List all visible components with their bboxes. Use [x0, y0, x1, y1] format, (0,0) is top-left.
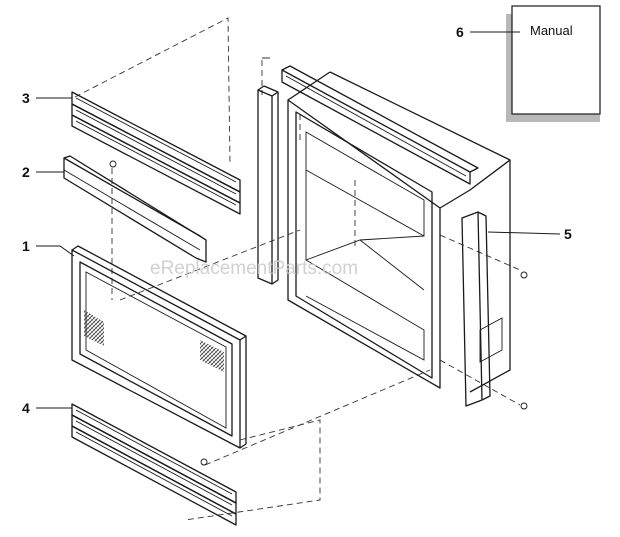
callout-3: 3: [22, 90, 30, 106]
callout-4: 4: [22, 400, 30, 416]
firebox-top-channel: [281, 65, 479, 185]
part-5-right-trim: [200, 211, 528, 466]
watermark-text: eReplacementParts.com: [150, 258, 358, 279]
callout-2: 2: [22, 164, 30, 180]
part-4-bottom-trim: [71, 403, 237, 526]
callout-6: 6: [456, 24, 464, 40]
callout-leaders: [36, 31, 561, 409]
left-side-trim: [257, 57, 279, 285]
part-1-front-frame: [71, 245, 247, 449]
callout-5: 5: [564, 226, 572, 242]
manual-label: Manual: [530, 23, 573, 38]
part-3-top-trim: [71, 91, 241, 215]
firebox-body: [287, 71, 511, 393]
part-6-manual: Manual: [506, 5, 601, 122]
part-2-deflector: [63, 155, 207, 263]
callout-1: 1: [22, 238, 30, 254]
assembly-guide-lines: [74, 17, 521, 521]
